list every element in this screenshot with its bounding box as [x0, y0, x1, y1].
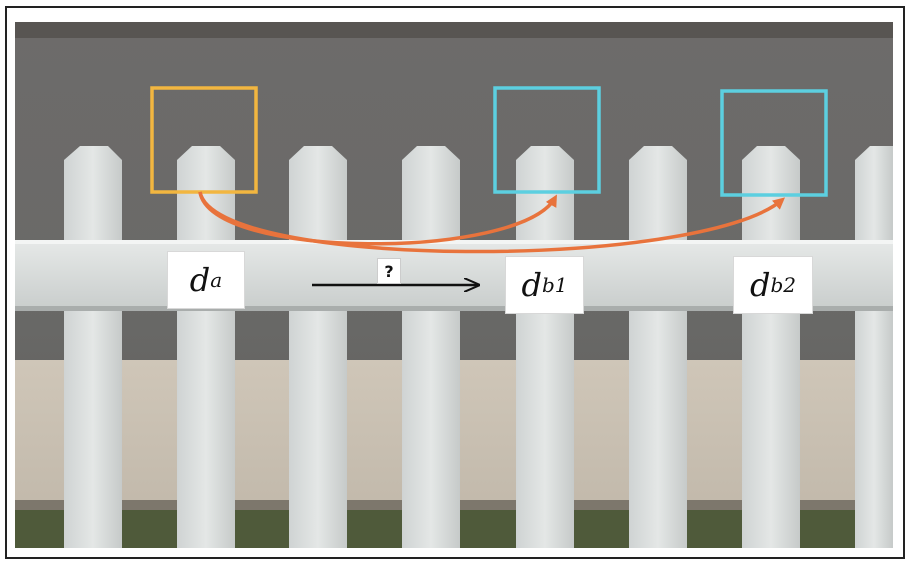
- label-d-b1-base: d: [521, 266, 542, 304]
- label-d-b2-base: d: [749, 266, 771, 304]
- question-mark-label: ?: [377, 258, 401, 284]
- curve-to-b2: [198, 191, 786, 254]
- target-box-b1: [493, 86, 601, 194]
- fence-photo: [15, 22, 893, 548]
- source-box: [150, 86, 258, 194]
- label-d-a-base: d: [189, 261, 211, 299]
- target-box-b2: [720, 89, 828, 197]
